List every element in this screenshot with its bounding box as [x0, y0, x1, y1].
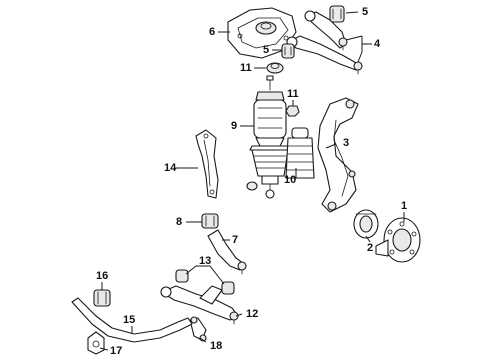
lower-link-arm: [160, 285, 239, 325]
callout-8: 8: [176, 216, 182, 228]
callout-5-middle: 5: [263, 44, 269, 56]
air-strut: [246, 75, 291, 199]
upper-arm-bushing-2: [281, 43, 295, 59]
callout-18: 18: [210, 340, 222, 352]
bracket: [195, 129, 219, 199]
wheel-hub: [375, 217, 421, 263]
callout-4: 4: [374, 38, 381, 50]
upper-arm-bushing: [329, 5, 345, 23]
callout-11-top: 11: [240, 62, 252, 74]
upper-control-arms: [286, 10, 363, 75]
stabilizer-link: [189, 316, 207, 342]
link-bushings: [175, 269, 235, 295]
callout-3: 3: [343, 137, 349, 149]
callout-17: 17: [110, 345, 122, 357]
callout-7: 7: [232, 234, 238, 246]
callout-13: 13: [199, 255, 211, 267]
callout-15: 15: [123, 314, 135, 326]
lower-arm-bushing: [201, 213, 219, 229]
lower-control-arm: [207, 229, 247, 275]
leader-lines: [99, 11, 405, 351]
callout-11-middle: 11: [287, 88, 299, 100]
callout-1: 1: [401, 200, 407, 212]
steering-knuckle: [317, 97, 359, 213]
callout-16: 16: [96, 270, 108, 282]
callout-9: 9: [231, 120, 237, 132]
stabilizer-bar: [71, 297, 193, 343]
callout-14: 14: [164, 162, 177, 174]
callout-2: 2: [367, 242, 373, 254]
stabilizer-bushing: [93, 289, 111, 307]
callout-labels: 6 5 4 5 11 11 9 3 10 14 1 8 2 7 13 16 12…: [96, 6, 407, 357]
callout-12: 12: [246, 308, 258, 320]
strut-nut: [285, 105, 300, 117]
callout-10: 10: [284, 174, 296, 186]
wheel-bearing: [353, 209, 379, 239]
callout-5-top: 5: [362, 6, 368, 18]
dust-boot: [285, 127, 315, 179]
mount-nut: [266, 62, 284, 74]
stabilizer-bracket: [87, 331, 105, 355]
callout-6: 6: [209, 26, 215, 38]
